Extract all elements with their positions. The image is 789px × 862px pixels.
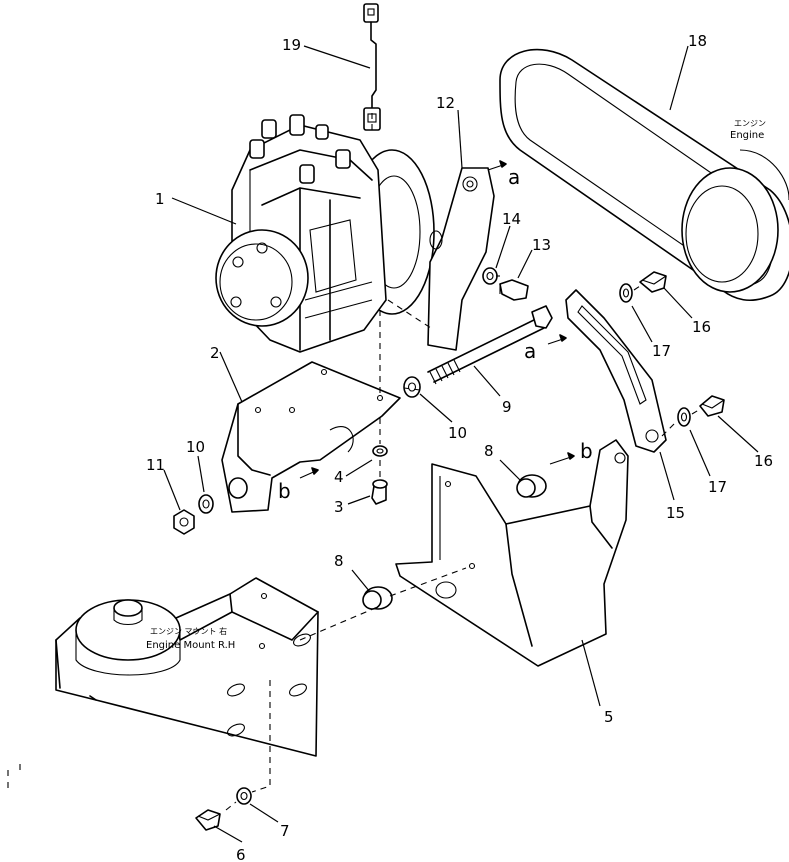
assembly-lines <box>7 108 703 811</box>
washer-17-upper <box>619 283 633 303</box>
bolt-13 <box>499 279 529 301</box>
ref-a-top: a <box>508 165 520 189</box>
callout-10-middle: 10 <box>448 424 467 442</box>
callout-11: 11 <box>146 456 165 474</box>
callout-16-upper: 16 <box>692 318 711 336</box>
callout-16-lower: 16 <box>754 452 773 470</box>
bolt-16-upper <box>639 271 667 293</box>
ref-b-left: b <box>278 479 291 503</box>
callout-2: 2 <box>210 344 220 362</box>
spacer-8-lower <box>362 586 393 610</box>
main-bracket <box>395 439 629 667</box>
callout-1: 1 <box>155 190 165 208</box>
callout-15: 15 <box>666 504 685 522</box>
washer-14 <box>482 267 498 285</box>
spacer-8-upper <box>516 474 547 498</box>
callout-numbers: 19 1 2 12 18 14 13 16 17 9 10 8 16 17 15… <box>146 32 773 862</box>
reference-letters: a a b b <box>278 165 593 503</box>
callout-12: 12 <box>436 94 455 112</box>
direction-arrows <box>299 160 575 479</box>
callout-8-upper: 8 <box>484 442 494 460</box>
ref-a-middle: a <box>524 339 536 363</box>
nut-11 <box>173 509 195 535</box>
v-belt <box>499 48 789 302</box>
bolt-16-lower <box>699 395 725 417</box>
washer-7 <box>236 787 252 805</box>
callout-19: 19 <box>282 36 301 54</box>
callout-4: 4 <box>334 468 344 486</box>
upper-stay <box>427 167 495 351</box>
callout-3: 3 <box>334 498 344 516</box>
washer-4 <box>372 445 388 457</box>
part-labels: エンジン Engine エンジン マウント 右 Engine Mount R.H <box>146 119 766 651</box>
callout-13: 13 <box>532 236 551 254</box>
callout-17-lower: 17 <box>708 478 727 496</box>
callout-6: 6 <box>236 846 246 862</box>
bolt-3 <box>371 479 388 505</box>
washer-17-lower <box>677 407 691 427</box>
washer-10-left <box>198 494 214 514</box>
adjusting-plate <box>565 289 667 453</box>
leader-lines <box>163 45 759 843</box>
callout-18: 18 <box>688 32 707 50</box>
engine-mount-label-jp: エンジン マウント 右 <box>150 626 227 636</box>
callout-10-left: 10 <box>186 438 205 456</box>
engine-mount-label: Engine Mount R.H <box>146 640 235 651</box>
engine-label-jp: エンジン <box>734 119 766 128</box>
callout-14: 14 <box>502 210 521 228</box>
compressor-bracket <box>221 361 401 513</box>
compressor <box>215 114 435 353</box>
long-bolt-9 <box>427 305 553 385</box>
ref-b-right: b <box>580 439 593 463</box>
callout-5: 5 <box>604 708 614 726</box>
engine-mount-rh <box>55 577 319 757</box>
callout-7: 7 <box>280 822 290 840</box>
bolt-6 <box>195 809 221 831</box>
callout-8-lower: 8 <box>334 552 344 570</box>
washer-10-middle <box>403 376 421 398</box>
callout-9: 9 <box>502 398 512 416</box>
engine-label: Engine <box>730 130 764 141</box>
callout-17-upper: 17 <box>652 342 671 360</box>
